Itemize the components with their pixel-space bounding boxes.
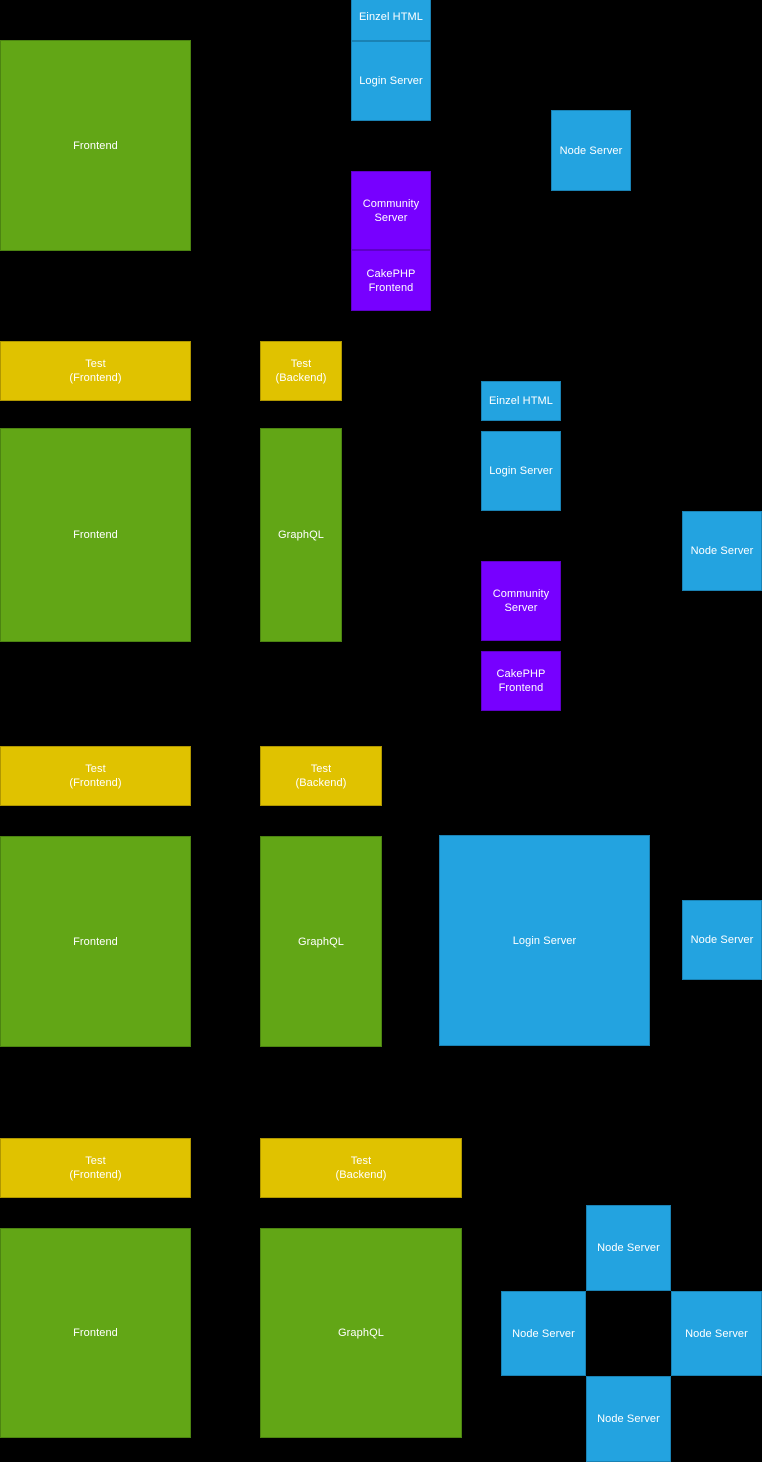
diagram-node-s4-test-frontend[interactable]: Test (Frontend) bbox=[0, 1138, 191, 1198]
diagram-node-s3-test-frontend[interactable]: Test (Frontend) bbox=[0, 746, 191, 806]
diagram-node-s1-login-server[interactable]: Login Server bbox=[351, 41, 431, 121]
diagram-node-label: Frontend bbox=[73, 1327, 118, 1339]
diagram-node-label: Node Server bbox=[685, 1327, 748, 1340]
diagram-node-s4-node-server-center[interactable] bbox=[586, 1291, 671, 1376]
diagram-node-label: GraphQL bbox=[338, 1327, 384, 1339]
diagram-node-s4-node-server-left[interactable]: Node Server bbox=[501, 1291, 586, 1376]
diagram-node-s2-frontend[interactable]: Frontend bbox=[0, 428, 191, 642]
diagram-node-label: Node Server bbox=[597, 1413, 660, 1425]
diagram-node-s3-graphql[interactable]: GraphQL bbox=[260, 836, 382, 1047]
diagram-node-s4-node-server-right[interactable]: Node Server bbox=[671, 1291, 762, 1376]
diagram-node-label: Node Server bbox=[597, 1242, 660, 1254]
diagram-node-s4-frontend[interactable]: Frontend bbox=[0, 1228, 191, 1438]
diagram-node-s4-node-server-top[interactable]: Node Server bbox=[586, 1205, 671, 1291]
diagram-node-s4-graphql[interactable]: GraphQL bbox=[260, 1228, 462, 1438]
diagram-node-s4-test-backend[interactable]: Test (Backend) bbox=[260, 1138, 462, 1198]
diagram-node-s3-frontend[interactable]: Frontend bbox=[0, 836, 191, 1047]
diagram-node-s4-node-server-bottom[interactable]: Node Server bbox=[586, 1376, 671, 1462]
diagram-node-label: Test (Backend) bbox=[335, 1155, 387, 1181]
diagram-node-label: Node Server bbox=[512, 1327, 575, 1340]
diagram-node-label: Test (Frontend) bbox=[69, 1155, 122, 1181]
